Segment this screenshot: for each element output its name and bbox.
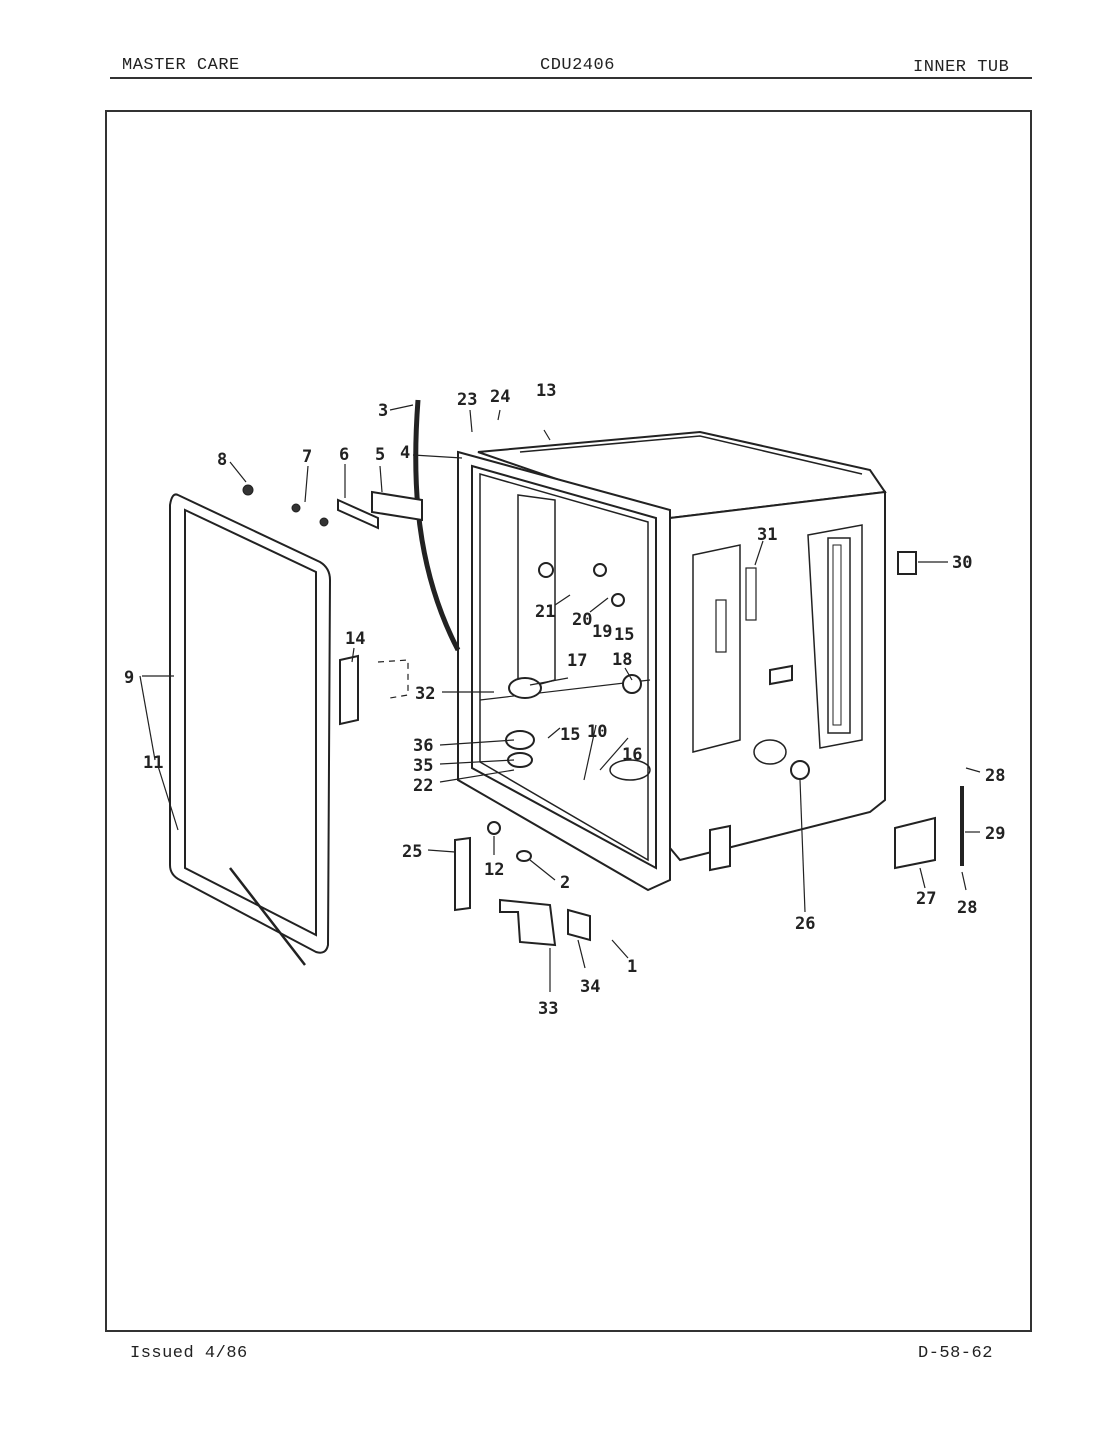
callout-31: 31 <box>757 525 777 545</box>
callout-36: 36 <box>413 736 433 756</box>
callout-8: 8 <box>217 450 227 470</box>
callout-28-bottom: 28 <box>957 898 977 918</box>
callout-4: 4 <box>400 443 410 463</box>
footer-right: D-58-62 <box>918 1344 993 1363</box>
callout-18: 18 <box>612 650 632 670</box>
callout-5: 5 <box>375 445 385 465</box>
header-center: CDU2406 <box>540 56 615 75</box>
hinge-part-33 <box>499 898 557 947</box>
header-left: MASTER CARE <box>122 56 240 75</box>
callout-15-upper: 15 <box>614 625 634 645</box>
callout-32: 32 <box>415 684 435 704</box>
door-gasket <box>169 493 332 966</box>
tube-part-3 <box>413 399 461 652</box>
bracket-part-25 <box>454 836 471 912</box>
bracket-part-27 <box>894 816 936 870</box>
callout-33: 33 <box>538 999 558 1019</box>
tub-body <box>457 430 887 892</box>
callout-14: 14 <box>345 629 365 649</box>
callout-3: 3 <box>378 401 388 421</box>
callout-28-top: 28 <box>985 766 1005 786</box>
leader-lines <box>139 404 981 992</box>
callout-34: 34 <box>580 977 600 997</box>
hinge-parts <box>242 484 423 530</box>
header-right: INNER TUB <box>913 58 1010 77</box>
callout-17: 17 <box>567 651 587 671</box>
callout-12: 12 <box>484 860 504 880</box>
diagram-frame <box>105 110 1032 1332</box>
callout-9: 9 <box>124 668 134 688</box>
callout-1: 1 <box>627 957 637 977</box>
callout-13: 13 <box>536 381 556 401</box>
callout-6: 6 <box>339 445 349 465</box>
callout-29: 29 <box>985 824 1005 844</box>
callout-21: 21 <box>535 602 555 622</box>
callout-2: 2 <box>560 873 570 893</box>
clip-part-30 <box>897 551 917 575</box>
callout-24: 24 <box>490 387 510 407</box>
callout-27: 27 <box>916 889 936 909</box>
hinge-part-34 <box>567 908 591 942</box>
callout-7: 7 <box>302 447 312 467</box>
callout-16: 16 <box>622 745 642 765</box>
callout-25: 25 <box>402 842 422 862</box>
callouts: 3 23 24 13 4 8 7 6 5 31 30 21 20 19 15 1… <box>124 381 1005 1019</box>
callout-19: 19 <box>592 622 612 642</box>
small-parts <box>487 562 810 862</box>
bracket-part-14 <box>339 654 359 726</box>
footer-left: Issued 4/86 <box>130 1344 248 1363</box>
callout-26: 26 <box>795 914 815 934</box>
callout-30: 30 <box>952 553 972 573</box>
callout-35: 35 <box>413 756 433 776</box>
callout-20: 20 <box>572 610 592 630</box>
callout-22: 22 <box>413 776 433 796</box>
header-rule <box>110 77 1032 79</box>
callout-15-lower: 15 <box>560 725 580 745</box>
callout-11: 11 <box>143 753 163 773</box>
callout-23: 23 <box>457 390 477 410</box>
callout-10: 10 <box>587 722 607 742</box>
